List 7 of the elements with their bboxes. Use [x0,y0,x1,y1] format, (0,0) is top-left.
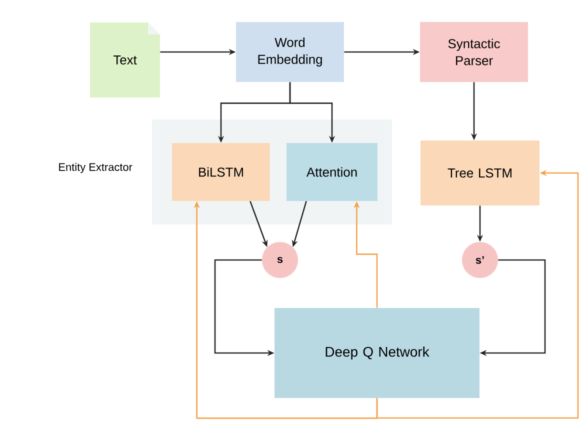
process-box: Tree LSTM [420,140,540,206]
node-label: Entity Extractor [59,162,132,174]
process-box: Attention [286,143,378,201]
process-box: Syntactic Parser [420,22,528,82]
process-box: Word Embedding [236,22,344,82]
network-box: Deep Q Network [274,308,480,398]
process-box: BiLSTM [172,143,270,201]
